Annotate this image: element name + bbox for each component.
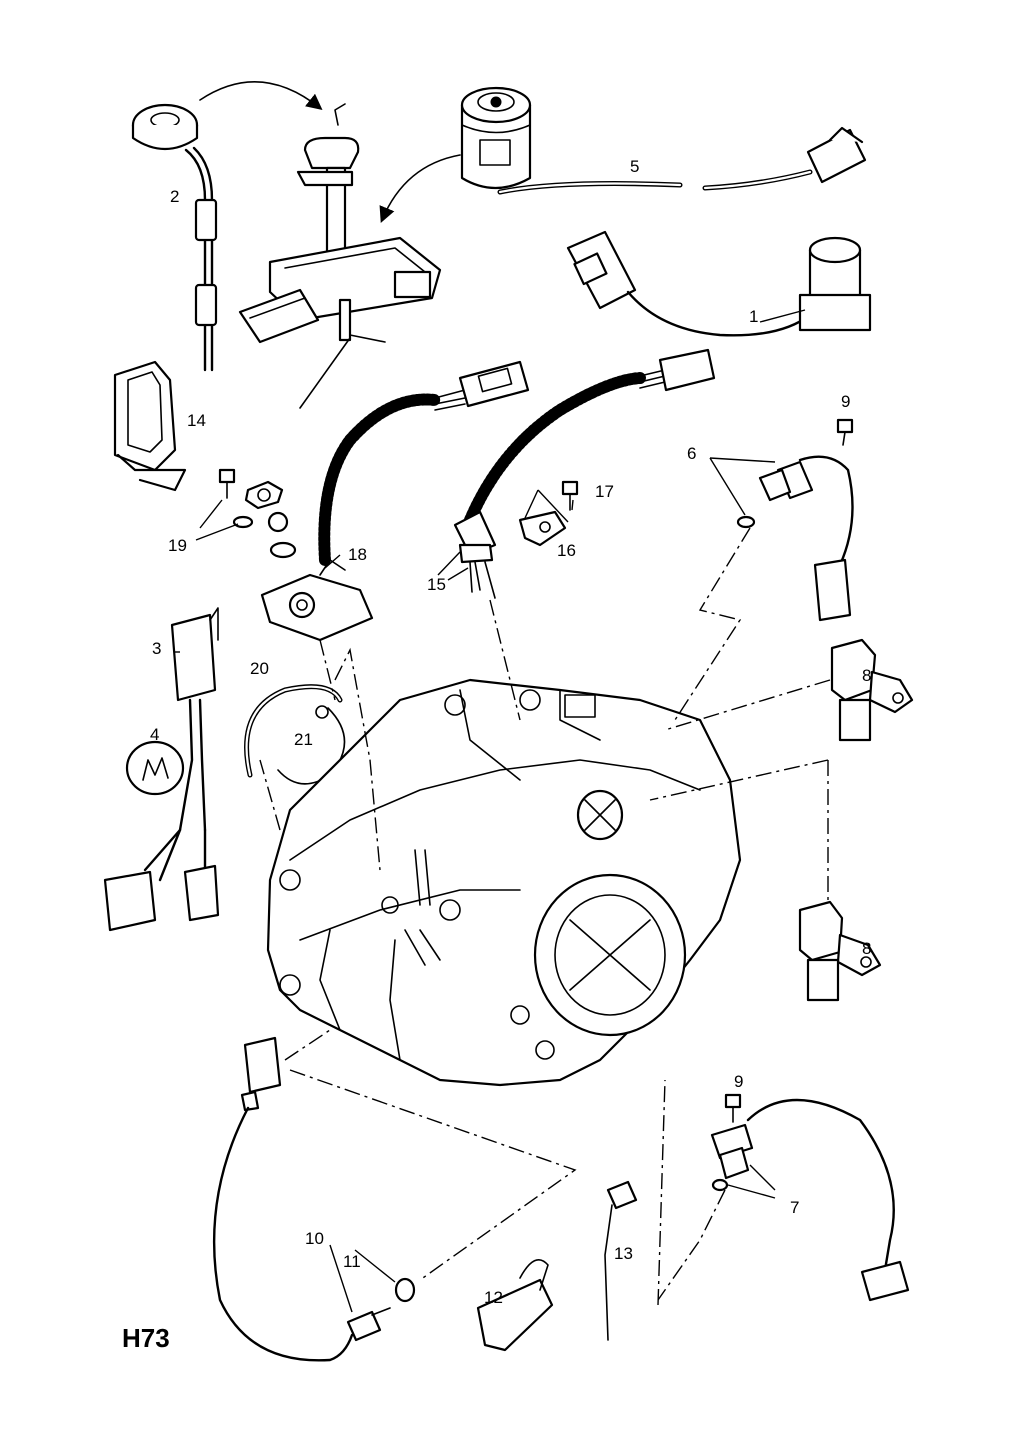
- speed-sensor-lower: [710, 1098, 910, 1302]
- callout-15: 15: [427, 575, 446, 594]
- callout-21: 21: [294, 730, 313, 749]
- callout-4: 4: [150, 725, 159, 744]
- callout-16: 16: [557, 541, 576, 560]
- assembly-arrow: [379, 154, 461, 223]
- lower-bracket: [476, 1259, 554, 1352]
- wiring-harness-right: [464, 348, 716, 526]
- mounting-bracket: [113, 360, 187, 492]
- callout-9-upper: 9: [841, 392, 850, 411]
- switch-harness: [103, 607, 220, 932]
- temperature-sensor-lead: [212, 1036, 391, 1362]
- fastener-set: [218, 468, 297, 559]
- callout-9-lower: 9: [734, 1072, 743, 1091]
- callout-6: 6: [687, 444, 696, 463]
- position-sensor: [260, 559, 374, 642]
- position-sensor-lower: [798, 900, 882, 1002]
- position-sensor-upper: [830, 638, 914, 742]
- callout-13: 13: [614, 1244, 633, 1263]
- callout-3: 3: [152, 639, 161, 658]
- cable-tie: [604, 1180, 638, 1341]
- pressure-switch: [566, 230, 872, 337]
- callout-8-lower: 8: [862, 939, 871, 958]
- callout-14: 14: [187, 411, 206, 430]
- selector-lever-assembly: [238, 103, 442, 409]
- sealing-ring: [394, 1277, 416, 1303]
- callout-12: 12: [484, 1288, 503, 1307]
- callout-18: 18: [348, 545, 367, 564]
- callout-1: 1: [749, 307, 758, 326]
- callout-10: 10: [305, 1229, 324, 1248]
- breather-hose: [244, 684, 343, 778]
- callout-5: 5: [630, 157, 639, 176]
- callout-8-upper: 8: [862, 666, 871, 685]
- plate-bolt: [561, 480, 579, 511]
- sealing-gasket: [125, 740, 185, 796]
- harness-connector: [453, 510, 497, 599]
- inhibitor-switch: [460, 86, 867, 195]
- callout-20: 20: [250, 659, 269, 678]
- selector-switch-cap: [131, 103, 218, 372]
- wiring-harness-left: [318, 360, 530, 566]
- bolt-upper: [836, 418, 854, 446]
- retaining-plate: [518, 510, 567, 547]
- leader-lines: [175, 309, 860, 1313]
- assembly-lines: [259, 527, 831, 1306]
- assembly-arrow: [199, 81, 323, 110]
- diagram-code: H73: [122, 1323, 170, 1353]
- speed-sensor-upper: [736, 455, 854, 622]
- callout-7: 7: [790, 1198, 799, 1217]
- callout-11: 11: [343, 1252, 361, 1271]
- callout-17: 17: [595, 482, 614, 501]
- callout-2: 2: [170, 187, 179, 206]
- bolt-lower: [724, 1093, 742, 1123]
- callout-19: 19: [168, 536, 187, 555]
- transmission-housing: [266, 678, 742, 1087]
